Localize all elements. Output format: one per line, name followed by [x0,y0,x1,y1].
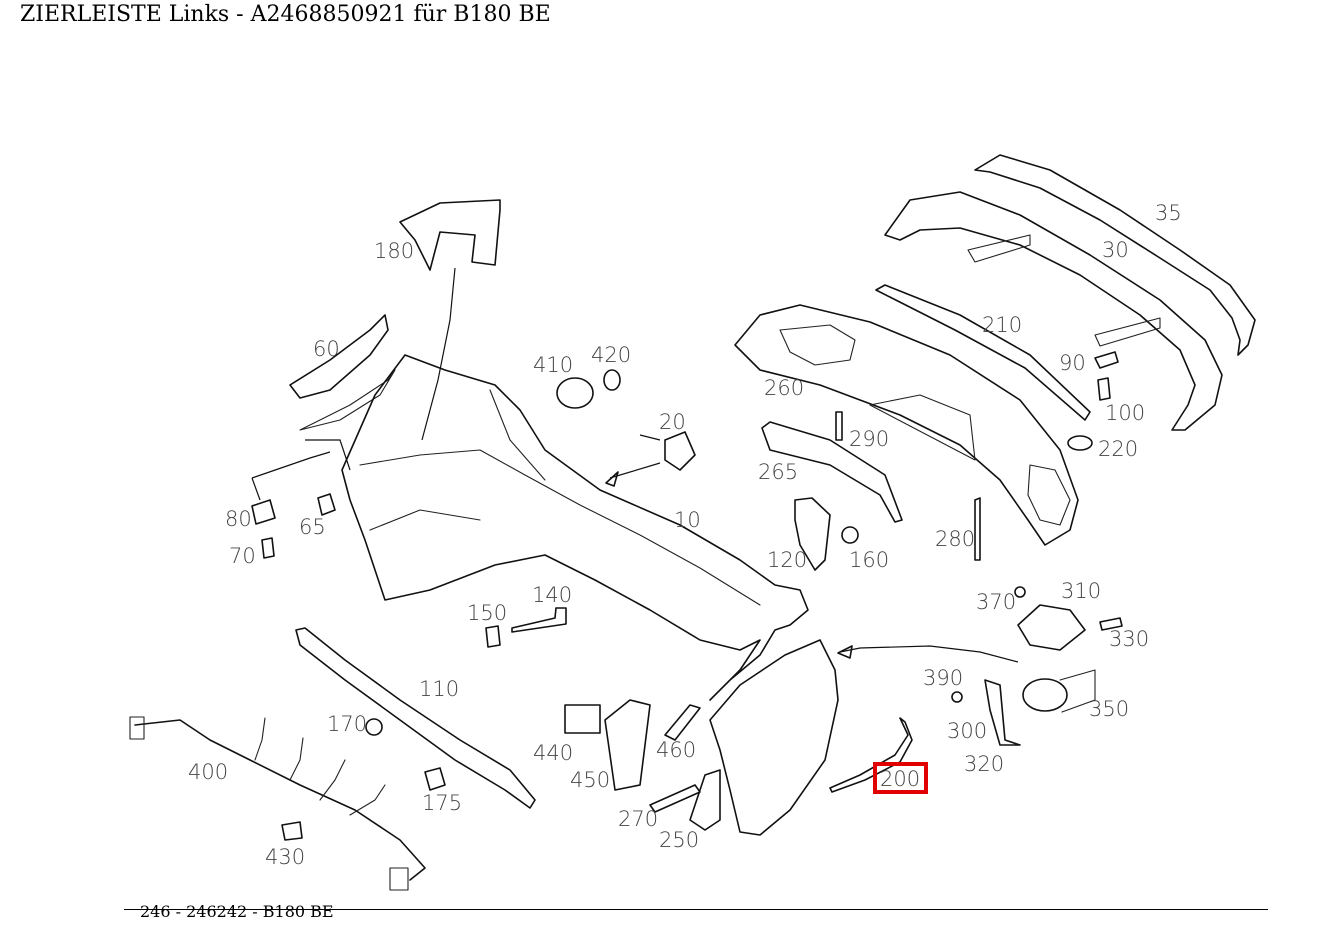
part-280-shape[interactable] [974,497,981,561]
part-65-shape[interactable] [317,493,336,516]
part-390-shape[interactable] [951,691,963,703]
footer-caption: 246 - 246242 - B180 BE [140,902,334,921]
part-label-180[interactable]: 180 [374,239,414,263]
part-220-shape[interactable] [1067,435,1093,451]
part-100-shape[interactable] [1097,377,1111,401]
part-label-70[interactable]: 70 [229,544,256,568]
part-70-shape[interactable] [261,537,275,559]
part-label-460[interactable]: 460 [656,738,696,762]
part-label-220[interactable]: 220 [1098,437,1138,461]
part-label-110[interactable]: 110 [419,677,459,701]
part-150-shape[interactable] [485,625,501,648]
part-label-60[interactable]: 60 [313,337,340,361]
part-200-shape[interactable] [829,717,913,793]
part-label-440[interactable]: 440 [533,741,573,765]
part-label-420[interactable]: 420 [591,343,631,367]
part-label-270[interactable]: 270 [618,807,658,831]
part-430-shape[interactable] [281,821,303,841]
part-label-390[interactable]: 390 [923,666,963,690]
part-180-shape[interactable] [399,199,501,271]
part-label-140[interactable]: 140 [532,583,572,607]
part-370-shape[interactable] [1014,586,1026,598]
part-label-160[interactable]: 160 [849,548,889,572]
part-450-shape[interactable] [604,699,651,791]
part-350-shape[interactable] [1022,678,1068,712]
part-label-300[interactable]: 300 [947,719,987,743]
part-label-65[interactable]: 65 [299,515,326,539]
part-label-430[interactable]: 430 [265,845,305,869]
part-label-100[interactable]: 100 [1105,401,1145,425]
part-label-175[interactable]: 175 [422,791,462,815]
part-label-35[interactable]: 35 [1155,201,1182,225]
part-260-shape[interactable] [734,304,1079,546]
part-label-210[interactable]: 210 [982,313,1022,337]
part-420-shape[interactable] [603,369,621,391]
part-265-shape[interactable] [761,421,903,523]
part-label-350[interactable]: 350 [1089,697,1129,721]
part-120-shape[interactable] [794,497,831,571]
part-10-shape[interactable] [341,354,809,701]
part-label-310[interactable]: 310 [1061,579,1101,603]
part-300-shape[interactable] [984,679,1021,746]
part-label-120[interactable]: 120 [767,548,807,572]
part-250-shape[interactable] [689,769,721,831]
part-label-150[interactable]: 150 [467,601,507,625]
part-330-shape[interactable] [1099,617,1123,631]
bumper-corner-shape [709,639,839,836]
part-160-shape[interactable] [841,526,859,544]
part-label-30[interactable]: 30 [1102,238,1129,262]
part-35-shape[interactable] [974,154,1256,356]
part-label-265[interactable]: 265 [758,460,798,484]
part-label-200[interactable]: 200 [880,767,920,791]
part-110-shape[interactable] [295,627,536,809]
part-400-shape[interactable] [134,719,426,881]
part-label-370[interactable]: 370 [976,590,1016,614]
footer-divider [124,909,1268,910]
part-410-shape[interactable] [556,377,594,409]
part-20-shape[interactable] [664,431,696,471]
part-label-90[interactable]: 90 [1059,351,1086,375]
part-310-shape[interactable] [1017,604,1086,651]
part-label-10[interactable]: 10 [674,508,701,532]
page-title: ZIERLEISTE Links - A2468850921 für B180 … [20,2,551,27]
part-290-shape[interactable] [835,411,843,441]
part-label-80[interactable]: 80 [225,507,252,531]
part-label-290[interactable]: 290 [849,427,889,451]
part-60-shape[interactable] [289,314,389,399]
part-label-20[interactable]: 20 [659,410,686,434]
part-label-450[interactable]: 450 [570,768,610,792]
part-170-shape[interactable] [365,718,383,736]
part-440-shape[interactable] [564,704,601,734]
part-80-shape[interactable] [251,499,276,525]
part-label-170[interactable]: 170 [327,712,367,736]
part-label-260[interactable]: 260 [764,376,804,400]
part-210-shape[interactable] [875,284,1091,421]
highlight-box-200 [873,762,928,794]
part-90-shape[interactable] [1094,351,1119,369]
part-175-shape[interactable] [424,767,446,791]
part-label-280[interactable]: 280 [935,527,975,551]
part-140-shape[interactable] [511,607,567,633]
part-460-shape[interactable] [664,704,701,741]
part-30-shape[interactable] [884,191,1223,431]
part-label-400[interactable]: 400 [188,760,228,784]
part-label-250[interactable]: 250 [659,828,699,852]
part-label-320[interactable]: 320 [964,752,1004,776]
part-label-330[interactable]: 330 [1109,627,1149,651]
part-label-410[interactable]: 410 [533,353,573,377]
